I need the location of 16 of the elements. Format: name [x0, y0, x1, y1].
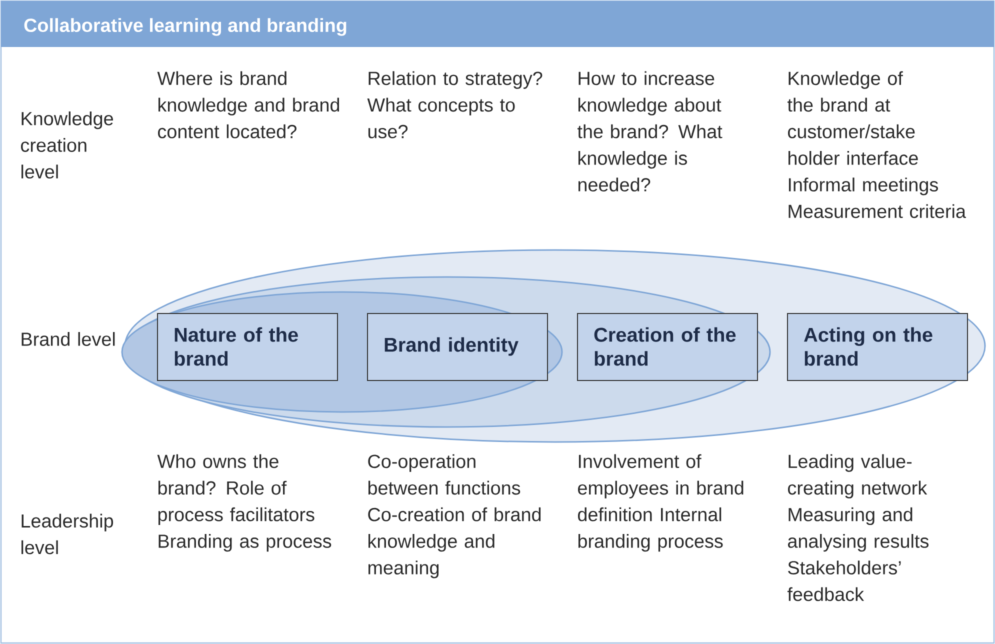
question-text: Who owns the brand? Role of process facilitators Branding as process: [157, 454, 332, 552]
question-text: Co-operation between functions Co-creation of brand knowledge and meaning: [368, 454, 541, 578]
row-label: Leadership level: [22, 514, 114, 554]
process-box: Brand identity: [367, 313, 548, 381]
process-box: Nature of the brand: [157, 313, 338, 381]
question-text: Involvement of employees in brand definition Internal branding process: [578, 454, 744, 552]
row-label: Knowledge creation level: [21, 111, 113, 179]
question-text: Relation to strategy? What concepts to use?: [367, 71, 542, 138]
process-box: Creation of the brand: [577, 313, 758, 381]
question-text: Where is brand knowledge and brand content located?: [157, 71, 340, 138]
question-text: How to increase knowledge about the brand? What knowledge is needed?: [577, 71, 722, 192]
title-band: Collaborative learning and branding: [1, 1, 994, 47]
question-text: Knowledge of the brand at customer/stake holder interface Informal meetings Measurement criteria: [787, 71, 966, 218]
row-label: Brand level: [22, 332, 115, 346]
process-box: Acting on the brand: [787, 313, 968, 381]
question-text: Leading value-creating network Measuring and analysing results Stakeholders’ feedback: [787, 454, 929, 602]
